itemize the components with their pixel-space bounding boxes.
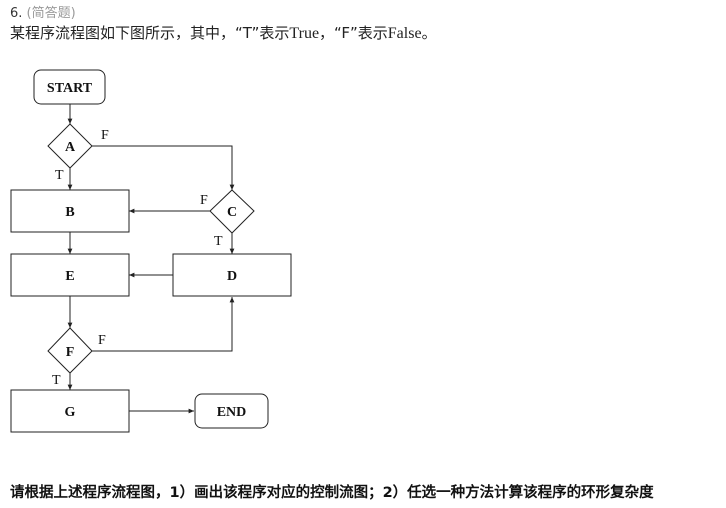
start-node bbox=[33, 69, 106, 105]
question-header: 6. (简答题) bbox=[10, 2, 76, 21]
decision-c-label: C bbox=[227, 205, 237, 220]
desc-prefix: 某程序流程图如下图所示，其中，“ bbox=[10, 24, 243, 42]
edge-label-a-false: F bbox=[101, 128, 109, 143]
decision-c bbox=[209, 189, 255, 234]
desc-mid1: ”表示 bbox=[251, 24, 290, 42]
desc-false-word: False bbox=[387, 25, 422, 42]
edge-a-c bbox=[92, 145, 235, 190]
start-label: START bbox=[47, 81, 93, 96]
question-type: (简答题) bbox=[26, 6, 76, 21]
process-e bbox=[10, 253, 130, 297]
desc-mid3: ”表示 bbox=[350, 24, 388, 42]
process-b-label: B bbox=[65, 205, 74, 220]
process-e-label: E bbox=[65, 269, 74, 284]
desc-suffix: 。 bbox=[421, 24, 437, 42]
question-description: 某程序流程图如下图所示，其中，“T”表示True，“F”表示False。 bbox=[10, 22, 437, 43]
edge-label-f-false: F bbox=[98, 333, 106, 348]
process-g bbox=[10, 389, 130, 433]
desc-t-label: T bbox=[242, 24, 252, 42]
edge-label-f-true: T bbox=[52, 373, 61, 388]
process-b bbox=[10, 189, 130, 233]
process-d bbox=[172, 253, 292, 297]
decision-f-label: F bbox=[66, 345, 75, 360]
decision-f bbox=[47, 327, 93, 374]
question-ask: 请根据上述程序流程图，1）画出该程序对应的控制流图；2）任选一种方法计算该程序的… bbox=[10, 485, 654, 501]
question-number: 6. bbox=[10, 6, 23, 21]
desc-true-word: True bbox=[289, 25, 320, 42]
end-node bbox=[194, 393, 269, 429]
desc-f-label: F bbox=[341, 24, 350, 42]
process-d-label: D bbox=[227, 269, 237, 284]
decision-a bbox=[47, 123, 93, 169]
process-g-label: G bbox=[65, 405, 76, 420]
edge-label-c-true: T bbox=[214, 234, 223, 249]
flowchart-diagram: START A B C E D F G END F T F T F T bbox=[10, 69, 292, 433]
decision-a-label: A bbox=[65, 140, 76, 155]
edge-f-d bbox=[92, 297, 235, 352]
edge-label-a-true: T bbox=[55, 168, 64, 183]
end-label: END bbox=[217, 405, 247, 420]
edge-label-c-false: F bbox=[200, 193, 208, 208]
desc-mid2: ，“ bbox=[319, 24, 342, 42]
